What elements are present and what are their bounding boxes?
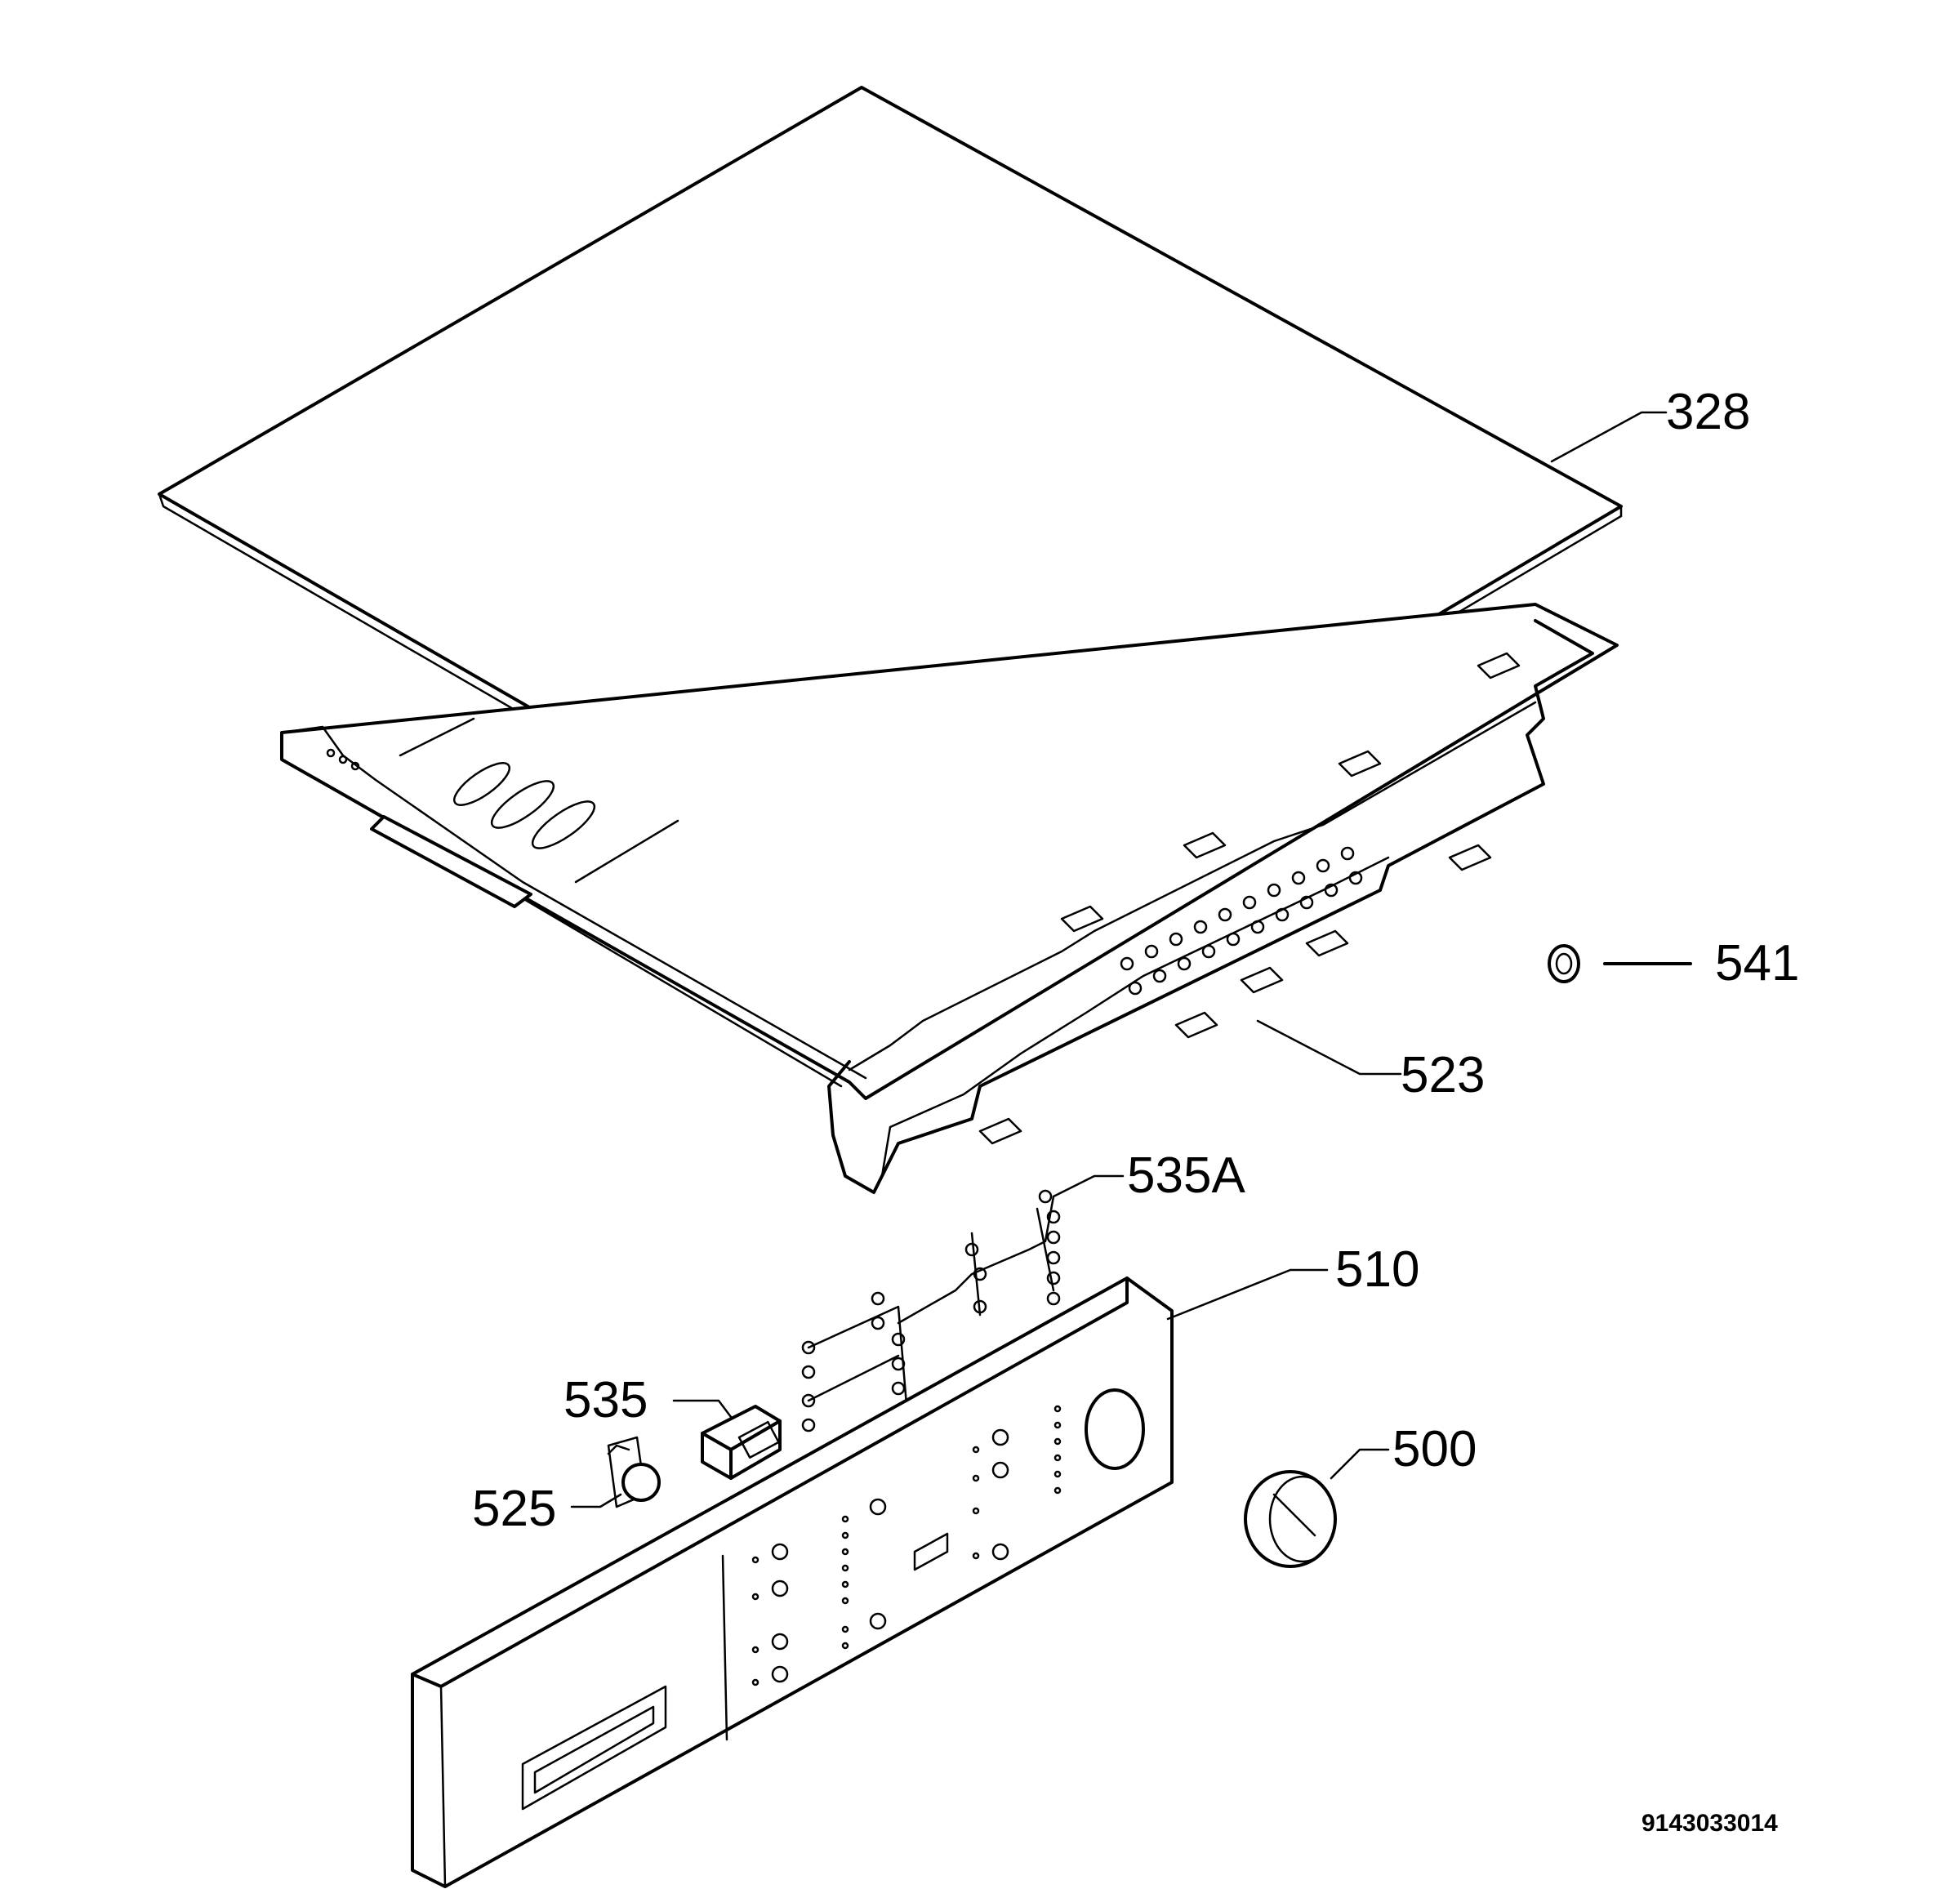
callout-510-label: 510 bbox=[1335, 1241, 1419, 1298]
part-525-push-button bbox=[607, 1436, 661, 1508]
callout-525-label: 525 bbox=[472, 1481, 556, 1537]
callout-523-label: 523 bbox=[1401, 1047, 1485, 1103]
part-523-support-frame bbox=[280, 603, 1619, 1194]
frame-vent-holes bbox=[1120, 846, 1363, 996]
callout-328-label: 328 bbox=[1666, 384, 1750, 440]
part-535-display-module bbox=[701, 1405, 782, 1480]
panel-indicator-leds bbox=[751, 1405, 1062, 1686]
harness-contacts bbox=[801, 1189, 1061, 1432]
callout-500-label: 500 bbox=[1392, 1421, 1477, 1477]
part-541-grommet bbox=[1548, 944, 1580, 983]
part-510-control-panel bbox=[411, 1276, 1174, 1888]
callout-535-label: 535 bbox=[564, 1372, 648, 1428]
leader-lines bbox=[570, 411, 1692, 1508]
part-535a-switch-harness bbox=[801, 1189, 1061, 1432]
part-500-program-knob bbox=[1244, 1470, 1337, 1568]
callout-541-label: 541 bbox=[1715, 935, 1799, 991]
panel-buttons bbox=[771, 1428, 1009, 1683]
document-id: 9143033014 bbox=[1642, 1810, 1778, 1837]
callout-535a-label: 535A bbox=[1127, 1147, 1245, 1204]
